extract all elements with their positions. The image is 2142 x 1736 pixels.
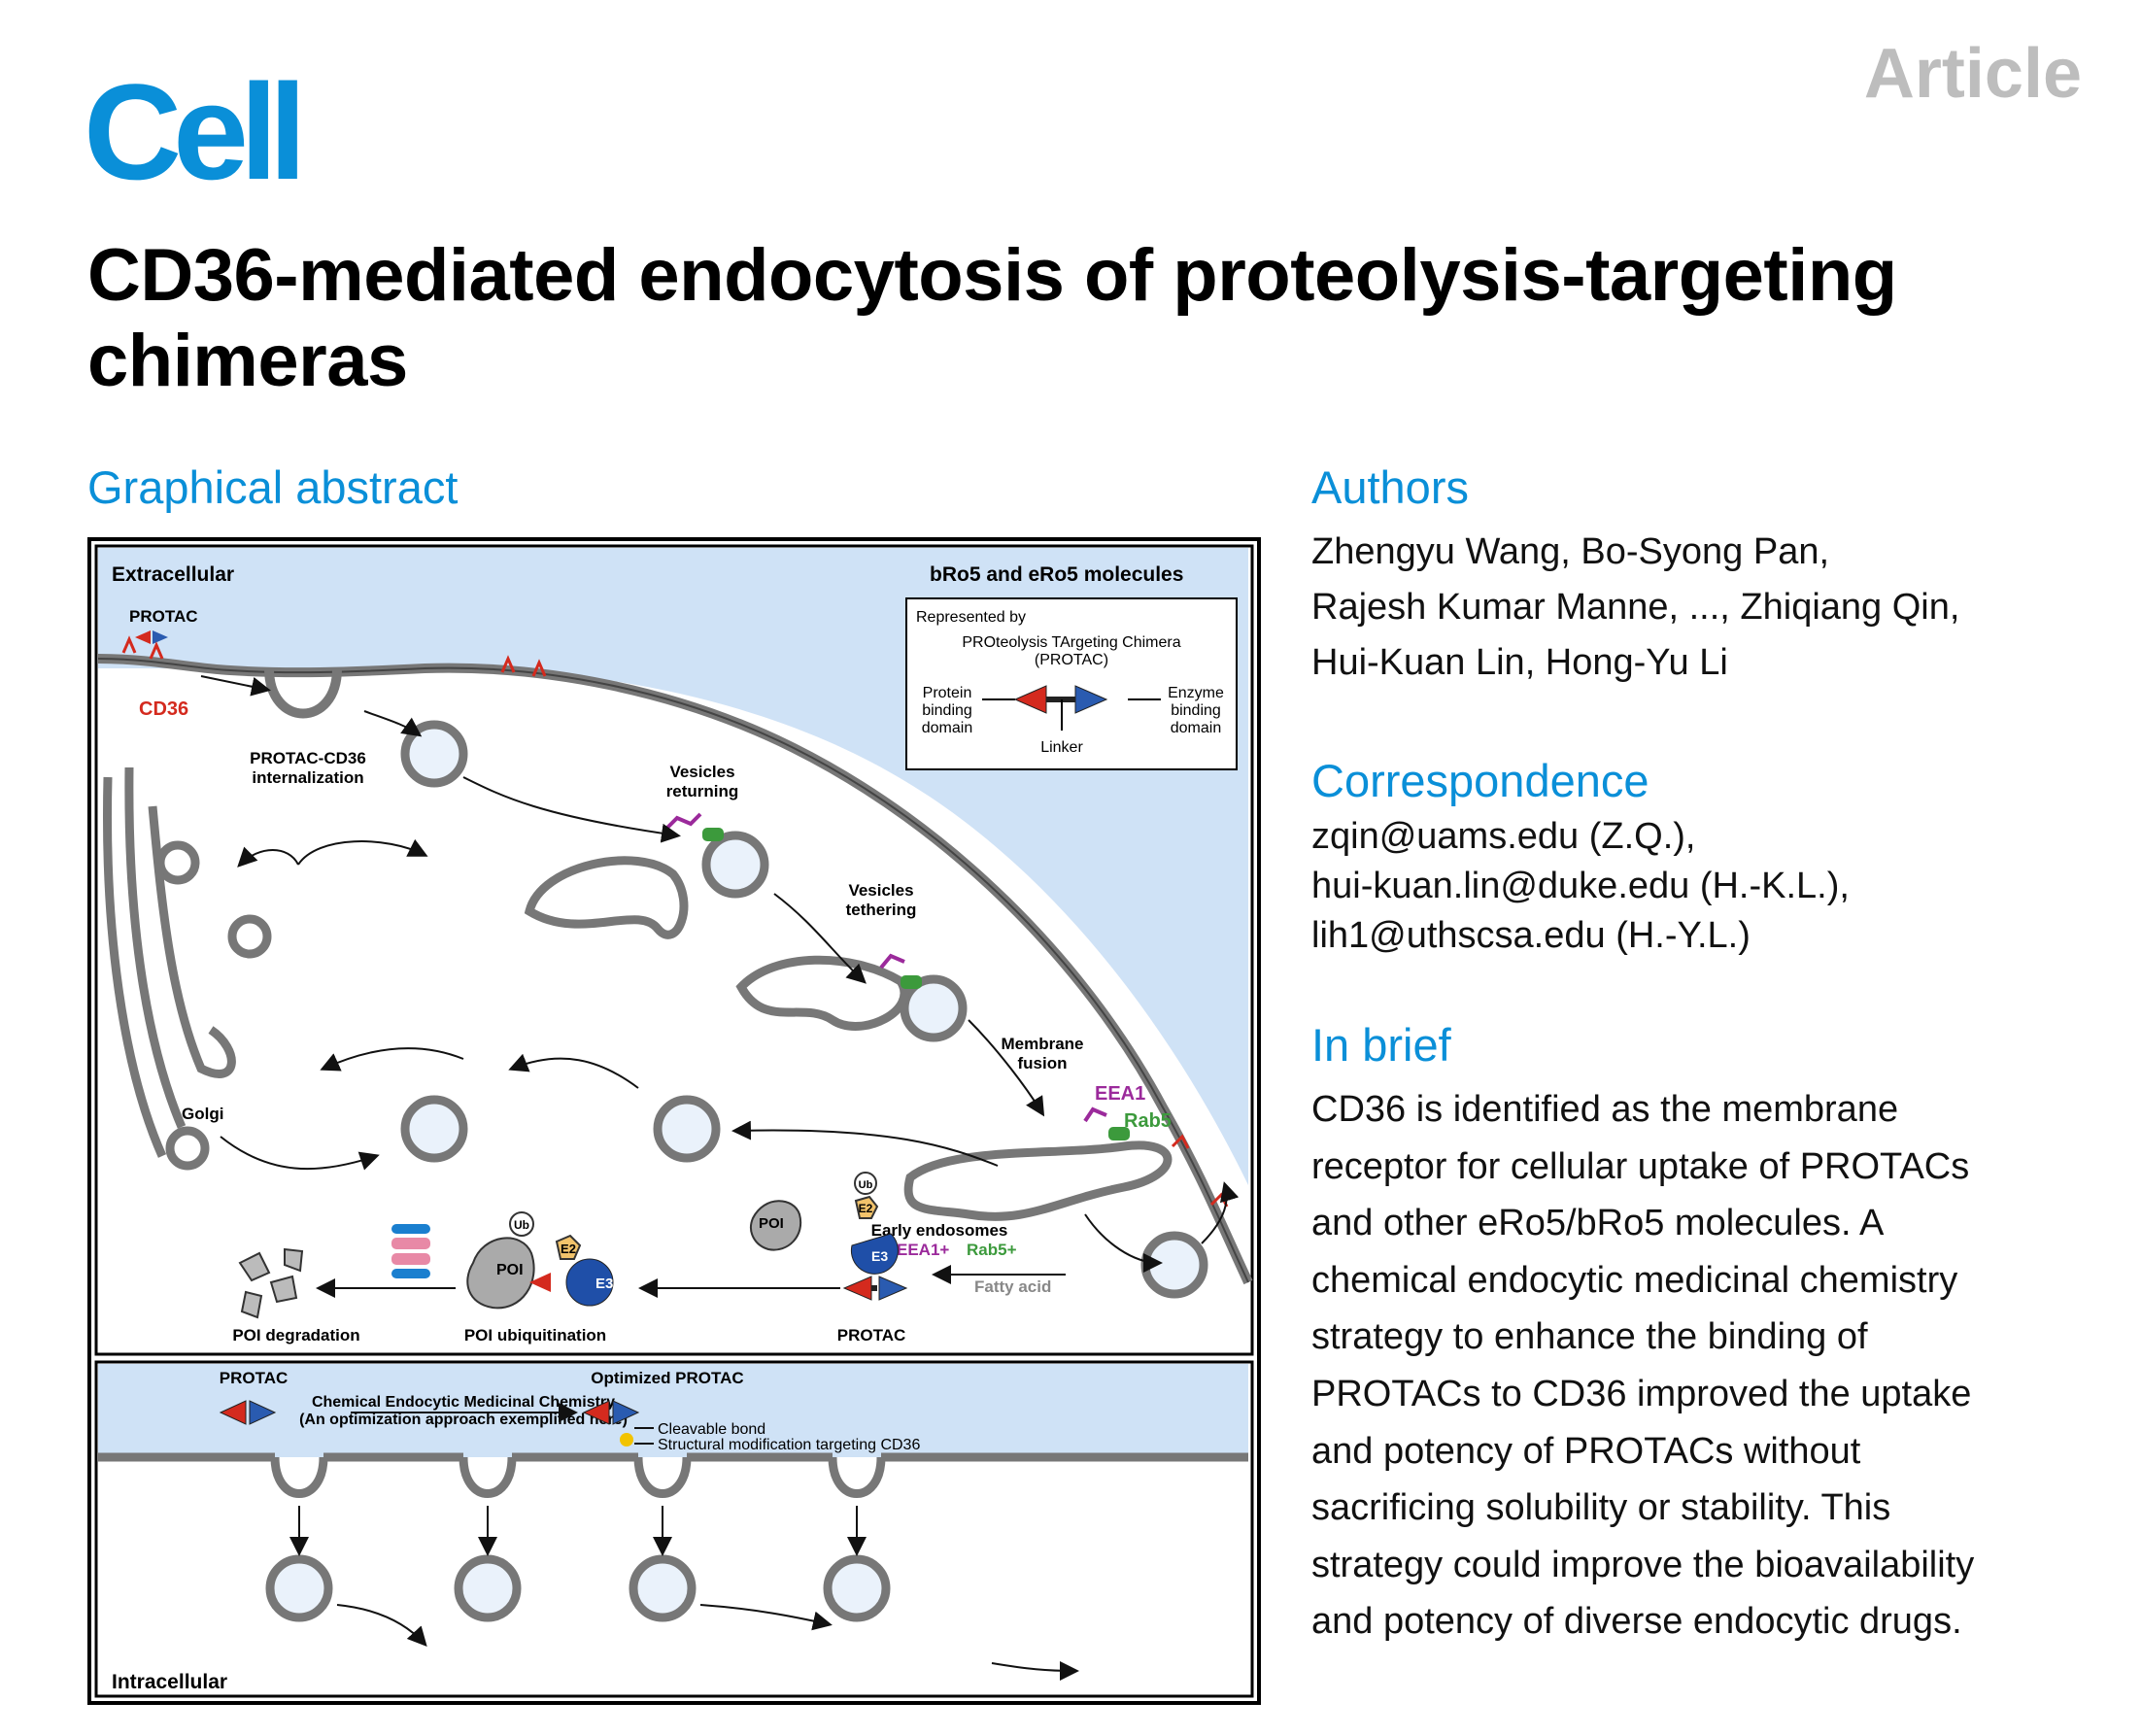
cemc-sublabel: (An optimization approach exemplified he…	[299, 1412, 628, 1428]
ub-label: Ub	[859, 1179, 873, 1191]
vesicles-tethering-label: Vesicles	[848, 881, 913, 900]
author-list: Zhengyu Wang, Bo-Syong Pan, Rajesh Kumar…	[1311, 525, 2108, 691]
poi-degradation-label: POI degradation	[232, 1326, 359, 1345]
enzyme-binding-label: binding	[1171, 702, 1221, 719]
extracellular-label: Extracellular	[112, 563, 234, 586]
bro5-title: bRo5 and eRo5 molecules	[930, 563, 1183, 586]
e2-label: E2	[561, 1242, 576, 1256]
protac-legend-box: Represented by PROteolysis TArgeting Chi…	[905, 597, 1238, 770]
cd36-label: CD36	[139, 698, 188, 720]
represented-by-label: Represented by	[916, 609, 1026, 626]
graphical-abstract-frame	[87, 537, 1261, 1705]
eea1-plus-label: EEA1+	[897, 1241, 949, 1259]
enzyme-binding-label: Enzyme	[1168, 685, 1224, 701]
internalization-label: PROTAC-CD36	[250, 749, 366, 767]
protac-label: PROTAC	[129, 607, 198, 626]
vesicles-returning-label: Vesicles	[669, 763, 734, 781]
endosome	[524, 856, 689, 939]
correspondence-email[interactable]: hui-kuan.lin@duke.edu (H.-K.L.),	[1311, 866, 1850, 906]
cemc-label: Chemical Endocytic Medicinal Chemistry	[312, 1394, 615, 1411]
correspondence-email[interactable]: zqin@uams.edu (Z.Q.),	[1311, 816, 1696, 857]
optimized-protac-label: Optimized PROTAC	[591, 1369, 743, 1387]
bottom-protac-label: PROTAC	[220, 1369, 289, 1387]
authors-heading: Authors	[1311, 461, 1469, 513]
in-brief-line: CD36 is identified as the membrane	[1311, 1089, 1899, 1130]
in-brief-line: and potency of PROTACs without	[1311, 1430, 1861, 1472]
in-brief-text: CD36 is identified as the membrane recep…	[1311, 1081, 2108, 1651]
protac-abbrev: (PROTAC)	[1035, 652, 1108, 668]
article-type-label: Article	[1863, 35, 2082, 113]
rab5-plus-label: Rab5+	[967, 1241, 1017, 1259]
early-endosomes-label: Early endosomes	[871, 1221, 1008, 1240]
poi-ubiquitination-label: POI ubiquitination	[464, 1326, 606, 1345]
structural-modification-label: Structural modification targeting CD36	[658, 1437, 920, 1453]
graphical-abstract-heading: Graphical abstract	[87, 461, 459, 513]
membrane-fusion-label: fusion	[1018, 1054, 1068, 1072]
in-brief-line: and potency of diverse endocytic drugs.	[1311, 1601, 1962, 1643]
ub-label: Ub	[514, 1218, 529, 1232]
in-brief-line: and other eRo5/bRo5 molecules. A	[1311, 1203, 1885, 1244]
proteasome	[391, 1224, 430, 1278]
e2-label: E2	[859, 1202, 873, 1215]
poi-label: POI	[759, 1215, 784, 1232]
early-endosome	[903, 1140, 1173, 1221]
in-brief-line: PROTACs to CD36 improved the uptake	[1311, 1373, 1972, 1414]
vesicles	[155, 720, 1208, 1299]
vesicles-returning-label: returning	[666, 782, 739, 800]
in-brief-line: chemical endocytic medicinal chemistry	[1311, 1259, 1958, 1301]
in-brief-line: strategy could improve the bioavailabili…	[1311, 1544, 1975, 1585]
in-brief-line: strategy to enhance the binding of	[1311, 1316, 1868, 1358]
article-title: CD36-mediated endocytosis of proteolysis…	[87, 234, 1897, 402]
poi-ubiquitination-complex: POI Ub E2 E3	[466, 1211, 614, 1310]
internalization-label: internalization	[252, 768, 363, 787]
protein-binding-label: domain	[922, 720, 972, 736]
correspondence-heading: Correspondence	[1311, 755, 1649, 806]
vesicles-tethering-label: tethering	[846, 901, 917, 919]
poi-fragments	[238, 1247, 304, 1319]
author-line: Rajesh Kumar Manne, ..., Zhiqiang Qin,	[1311, 587, 1960, 628]
correspondence-list: zqin@uams.edu (Z.Q.), hui-kuan.lin@duke.…	[1311, 812, 2108, 961]
e3-label: E3	[871, 1248, 888, 1264]
e3-label: E3	[595, 1276, 613, 1292]
golgi	[103, 766, 236, 1158]
in-brief-line: sacrificing solubility or stability. Thi…	[1311, 1487, 1891, 1529]
enzyme-binding-label: domain	[1171, 720, 1221, 736]
golgi-label: Golgi	[182, 1105, 223, 1123]
protac-full-name: PROteolysis TArgeting Chimera	[962, 634, 1180, 651]
graphical-abstract-figure: Extracellular bRo5 and eRo5 molecules Re…	[94, 544, 1254, 1698]
rab5-label: Rab5	[1124, 1110, 1172, 1132]
cleavable-bond-label: Cleavable bond	[658, 1421, 765, 1438]
journal-logo: Cell	[84, 55, 307, 208]
protein-binding-label: binding	[922, 702, 972, 719]
in-brief-heading: In brief	[1311, 1019, 1451, 1071]
author-line: Hui-Kuan Lin, Hong-Yu Li	[1311, 642, 1728, 683]
author-line: Zhengyu Wang, Bo-Syong Pan,	[1311, 531, 1830, 572]
protein-binding-label: Protein	[923, 685, 972, 701]
free-poi-and-ligase: POI Ub E2 E3	[750, 1172, 899, 1275]
eea1-label: EEA1	[1095, 1083, 1145, 1105]
membrane-fusion-label: Membrane	[1001, 1035, 1083, 1053]
bottom-vesicles	[265, 1554, 891, 1622]
fatty-acid-label: Fatty acid	[974, 1277, 1051, 1296]
protac-bottom-label: PROTAC	[837, 1326, 906, 1345]
poi-label: POI	[496, 1262, 524, 1278]
in-brief-line: receptor for cellular uptake of PROTACs	[1311, 1145, 1970, 1187]
correspondence-email[interactable]: lih1@uthscsa.edu (H.-Y.L.)	[1311, 915, 1751, 956]
intracellular-label: Intracellular	[112, 1671, 227, 1693]
linker-label: Linker	[1040, 739, 1083, 756]
